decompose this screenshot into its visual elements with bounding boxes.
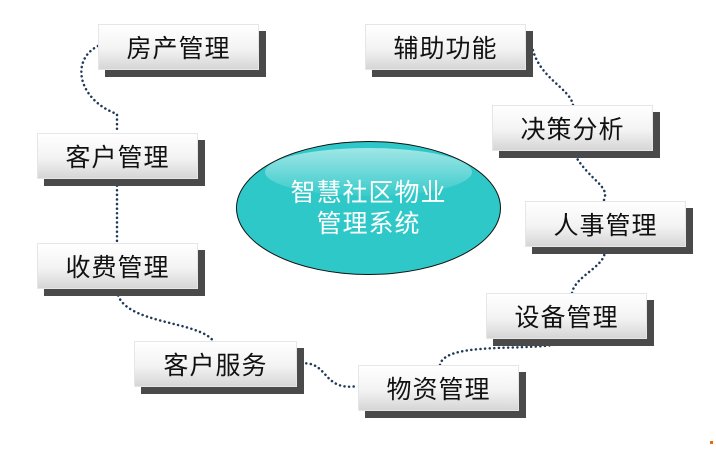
connector-fuwu-wuzi xyxy=(295,362,360,388)
node-label: 收费管理 xyxy=(65,253,170,282)
node-label: 设备管理 xyxy=(514,303,619,332)
node-label: 客户管理 xyxy=(65,143,170,172)
node-label: 人事管理 xyxy=(553,211,658,240)
center-ellipse-system-title: 智慧社区物业 管理系统 xyxy=(236,141,501,275)
node-label: 物资管理 xyxy=(386,375,491,404)
connector-shebei-renshi xyxy=(570,246,606,295)
connector-renshi-juece xyxy=(571,150,607,202)
node-shebei-guanli: 设备管理 xyxy=(486,293,647,339)
node-fuzhu-gongneng: 辅助功能 xyxy=(365,24,526,70)
node-kehu-guanli: 客户管理 xyxy=(37,133,198,179)
node-wuzi-guanli: 物资管理 xyxy=(358,365,519,411)
node-label: 决策分析 xyxy=(520,115,625,144)
center-title-line1: 智慧社区物业 xyxy=(290,178,447,207)
connector-shoufei-fuwu xyxy=(115,289,216,344)
connector-wuzi-shebei xyxy=(438,337,574,367)
connector-fangchan-kehu xyxy=(80,44,119,135)
node-renshi-guanli: 人事管理 xyxy=(525,201,686,247)
node-juece-fenxi: 决策分析 xyxy=(492,105,653,151)
node-shoufei-guanli: 收费管理 xyxy=(37,243,198,289)
node-label: 客户服务 xyxy=(163,351,268,380)
node-kehu-fuwu: 客户服务 xyxy=(134,341,297,387)
corner-dot-decoration xyxy=(710,441,713,444)
connector-juece-fuzhu xyxy=(530,44,575,107)
node-fangchan-guanli: 房产管理 xyxy=(98,24,259,70)
node-label: 辅助功能 xyxy=(393,34,498,63)
node-label: 房产管理 xyxy=(126,34,231,63)
center-title-line2: 管理系统 xyxy=(316,209,421,238)
